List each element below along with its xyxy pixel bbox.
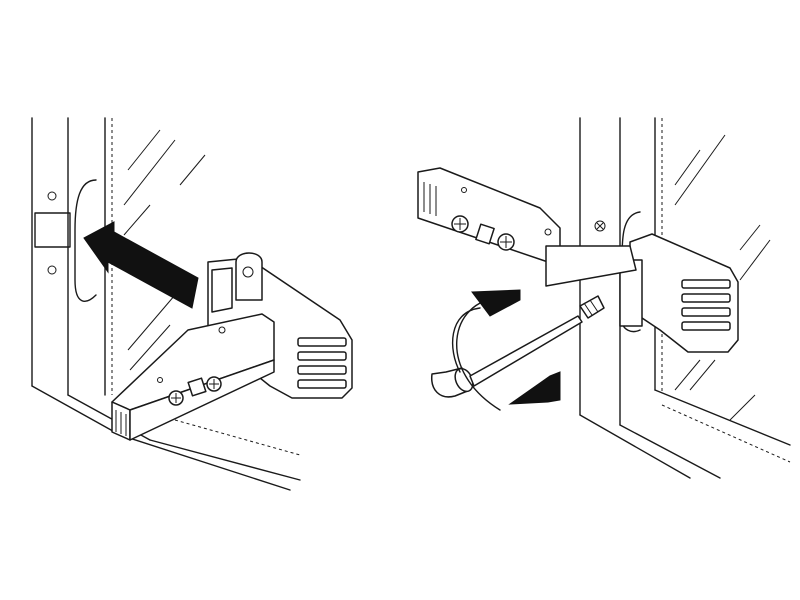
right-glass-door — [674, 134, 771, 421]
left-hinge-arm — [111, 313, 275, 441]
left-glass-door — [123, 129, 206, 371]
push-arrow — [83, 221, 199, 309]
right-hinge-cup — [619, 233, 739, 353]
right-hinge-arm — [417, 167, 637, 287]
left-panel — [31, 117, 353, 491]
rotation-arrow-icon — [451, 289, 561, 411]
screwdriver — [431, 315, 583, 398]
screw — [579, 295, 605, 319]
right-panel — [417, 117, 791, 479]
